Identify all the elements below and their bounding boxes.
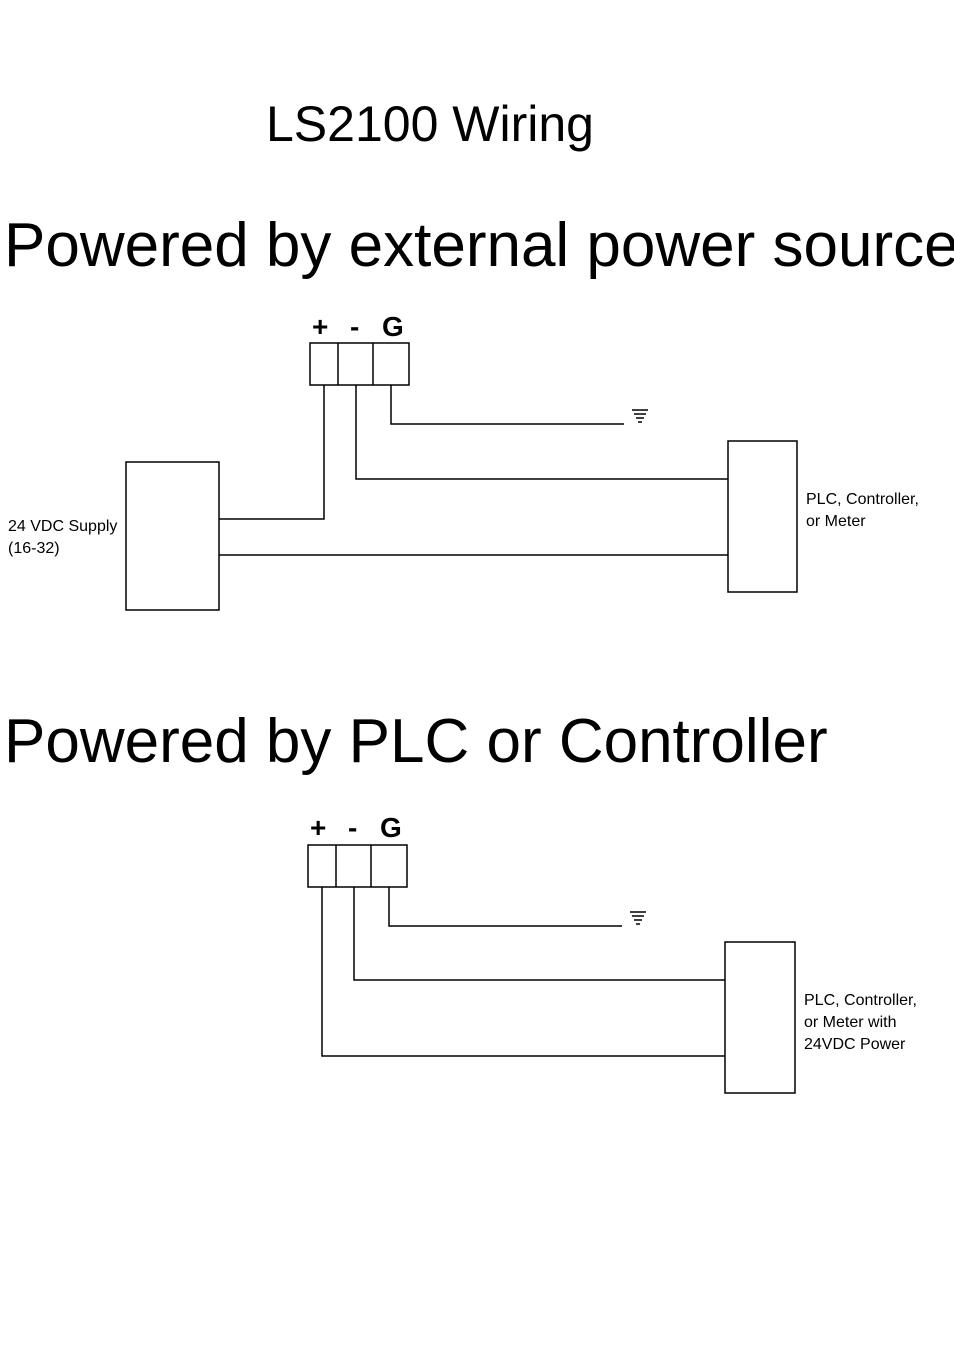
ground-icon (632, 410, 648, 422)
plc-box (728, 441, 797, 592)
wire-minus (356, 385, 728, 479)
wire-plus (219, 385, 324, 519)
supply-box (126, 462, 219, 610)
wire-ground-2 (389, 887, 622, 926)
plc-box-2 (725, 942, 795, 1093)
ground-icon (630, 912, 646, 924)
wire-ground (391, 385, 624, 424)
terminal-block (310, 343, 409, 385)
wire-minus-2 (354, 887, 725, 980)
terminal-block-2 (308, 845, 407, 887)
wire-plus-2 (322, 887, 725, 1056)
